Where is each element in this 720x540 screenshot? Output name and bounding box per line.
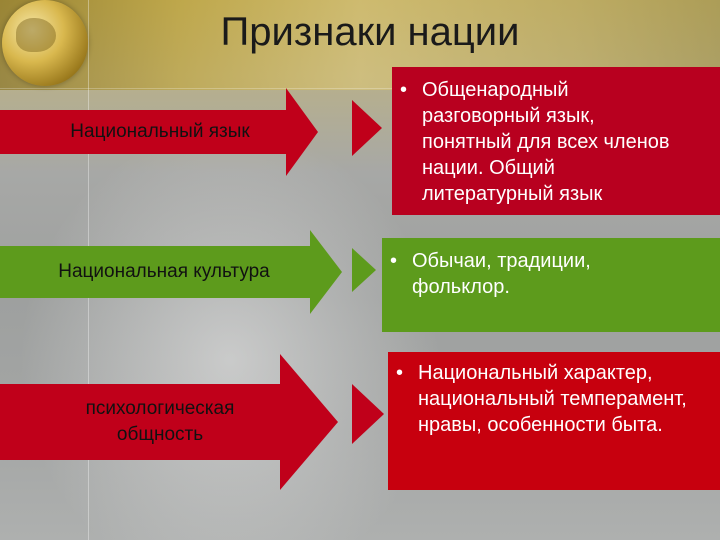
slide-title: Признаки нации [220,10,520,54]
arrow-shape [0,230,342,314]
arrow-national-culture: Национальная культура [0,230,342,314]
info-box-psychological-community: • Национальный характер, национальный те… [388,352,720,490]
chevron-right-icon [352,100,382,156]
arrow-label: психологическая общность [85,398,235,445]
info-box-national-language: • Общенародный разговорный язык, понятны… [392,67,720,215]
arrow-label: Национальный язык [70,121,250,142]
divider-horizontal [0,88,720,89]
item-text: Обычаи, традиции, фольклор. [412,250,591,298]
bullet: • [390,250,398,272]
list-item: • Национальный характер, национальный те… [388,360,720,438]
bullet: • [400,79,408,101]
list-item: • Обычаи, традиции, фольклор. [382,248,720,300]
arrow-national-language: Национальный язык [0,88,318,176]
arrow-shape [0,88,318,176]
chevron-right-icon [352,384,384,444]
arrow-psychological-community: психологическая общность [0,354,338,490]
list-item: • Общенародный разговорный язык, понятны… [392,77,720,207]
arrow-shape [0,354,338,490]
info-box-national-culture: • Обычаи, традиции, фольклор. [382,238,720,332]
bullet: • [396,362,404,384]
item-text: Общенародный разговорный язык, понятный … [422,79,670,205]
arrow-label: Национальная культура [58,261,270,282]
item-text: Национальный характер, национальный темп… [418,362,687,436]
chevron-right-icon [352,248,376,292]
globe-icon [2,0,88,86]
